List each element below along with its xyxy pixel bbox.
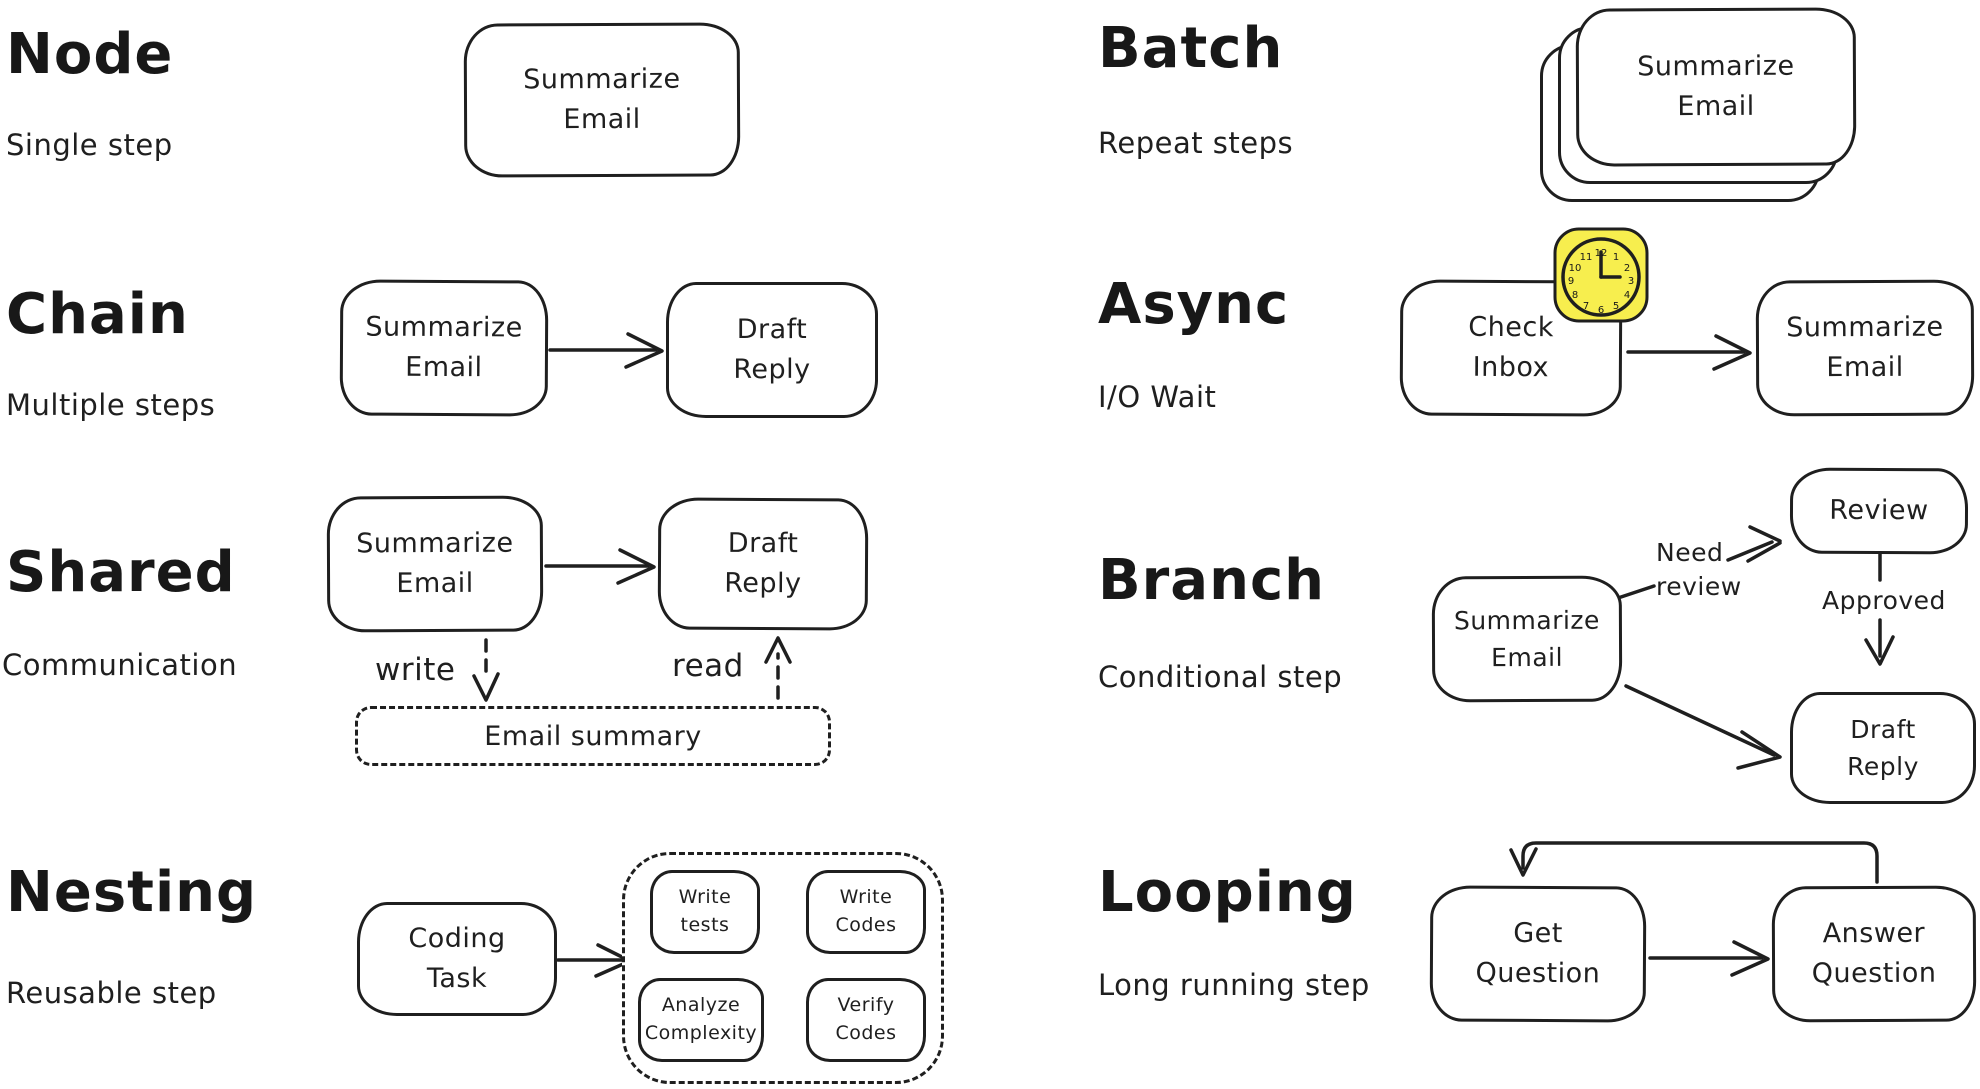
- node-section-title: Node: [6, 22, 174, 87]
- clock-number: 6: [1598, 305, 1604, 316]
- batch-summarize-email-box: Summarize Email: [1575, 7, 1857, 167]
- looping-answer-question-box: Answer Question: [1771, 885, 1977, 1023]
- nesting-analyze-complexity-box: Analyze Complexity: [638, 978, 764, 1062]
- looping-get-question-box: Get Question: [1429, 885, 1647, 1023]
- branch-need-review-arrow: [1616, 525, 1782, 600]
- clock-icon: 12 1 2 3 4 5 6 7 8 9 10 11: [1553, 227, 1649, 323]
- clock-number: 7: [1583, 301, 1589, 312]
- looping-section-title: Looping: [1098, 860, 1357, 925]
- branch-summarize-email-box: Summarize Email: [1431, 575, 1623, 703]
- branch-approved-arrow: [1864, 618, 1895, 666]
- clock-number: 2: [1624, 263, 1630, 274]
- branch-review-box: Review: [1789, 467, 1969, 555]
- async-arrow: [1626, 334, 1752, 371]
- async-section-title: Async: [1098, 272, 1290, 337]
- shared-summarize-email-box: Summarize Email: [326, 495, 544, 633]
- nesting-section-title: Nesting: [6, 860, 258, 925]
- nesting-write-codes-box: Write Codes: [806, 870, 926, 954]
- shared-write-arrow: [472, 638, 500, 702]
- clock-number: 12: [1595, 248, 1608, 259]
- chain-arrow: [548, 332, 664, 369]
- async-section-subtitle: I/O Wait: [1098, 380, 1217, 414]
- clock-number: 4: [1624, 290, 1630, 301]
- clock-number: 10: [1569, 263, 1582, 274]
- node-section-subtitle: Single step: [6, 128, 173, 162]
- batch-section-title: Batch: [1098, 16, 1284, 81]
- clock-number: 5: [1613, 301, 1619, 312]
- shared-read-label: read: [672, 648, 744, 684]
- branch-approved-label: Approved: [1822, 586, 1946, 615]
- nesting-section-subtitle: Reusable step: [6, 976, 217, 1010]
- chain-summarize-email-box: Summarize Email: [339, 279, 549, 417]
- looping-forward-arrow: [1648, 940, 1770, 977]
- shared-read-arrow: [764, 636, 792, 700]
- nesting-coding-task-box: Coding Task: [357, 902, 557, 1016]
- branch-default-arrow: [1624, 684, 1782, 770]
- branch-section-subtitle: Conditional step: [1098, 660, 1343, 694]
- clock-number: 9: [1568, 276, 1574, 287]
- clock-number: 8: [1572, 290, 1578, 301]
- clock-number: 3: [1628, 276, 1634, 287]
- looping-section-subtitle: Long running step: [1098, 968, 1370, 1002]
- clock-number: 1: [1613, 252, 1619, 263]
- nesting-verify-codes-box: Verify Codes: [806, 978, 926, 1062]
- branch-need-review-label: Need review: [1656, 538, 1742, 601]
- branch-draft-reply-box: Draft Reply: [1790, 692, 1976, 804]
- shared-draft-reply-box: Draft Reply: [657, 497, 869, 631]
- shared-section-title: Shared: [6, 540, 236, 605]
- shared-email-summary-store: Email summary: [355, 706, 831, 766]
- chain-draft-reply-box: Draft Reply: [666, 282, 878, 418]
- chain-section-title: Chain: [6, 282, 189, 347]
- node-summarize-email-box: Summarize Email: [463, 22, 741, 178]
- shared-section-subtitle: Communication: [2, 648, 238, 682]
- looping-loopback-arrow: [1509, 841, 1879, 884]
- chain-section-subtitle: Multiple steps: [6, 388, 216, 422]
- batch-section-subtitle: Repeat steps: [1098, 126, 1294, 160]
- shared-arrow: [544, 548, 656, 585]
- branch-section-title: Branch: [1098, 548, 1326, 613]
- nesting-main-arrow: [556, 943, 632, 978]
- clock-number: 11: [1580, 252, 1593, 263]
- nesting-write-tests-box: Write tests: [650, 870, 760, 954]
- shared-write-label: write: [375, 652, 456, 688]
- async-summarize-email-box: Summarize Email: [1755, 279, 1975, 417]
